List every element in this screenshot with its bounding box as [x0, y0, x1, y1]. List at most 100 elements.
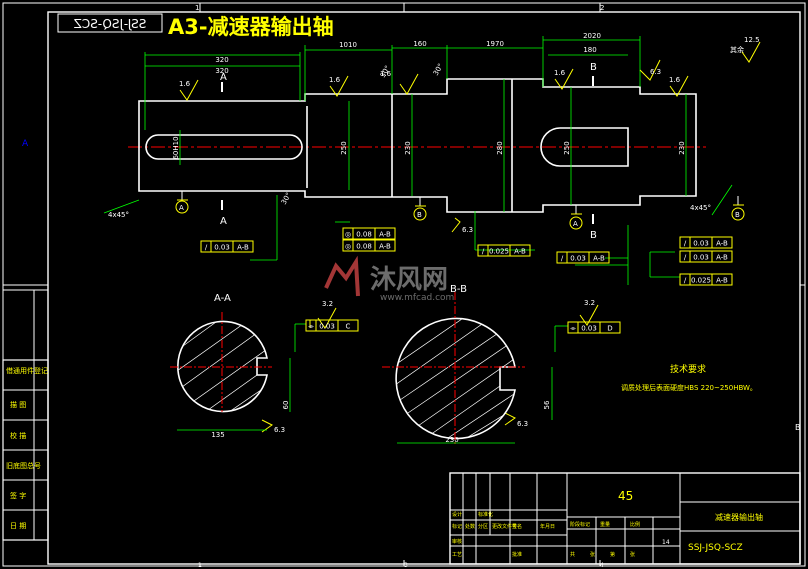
tolerance-cell: 0.03 — [581, 325, 597, 333]
strip-label: 旧底图总号 — [6, 461, 41, 470]
svg-text:1.6: 1.6 — [554, 69, 566, 77]
roughness-symbol: 1.6 — [179, 79, 199, 101]
zone-label: 1 — [195, 4, 199, 12]
svg-text:1.6: 1.6 — [179, 80, 191, 88]
tolerance-cell: / — [684, 240, 687, 248]
dim-text: 320 — [215, 67, 228, 75]
dim-text: 160 — [413, 40, 426, 48]
svg-text:3.2: 3.2 — [322, 300, 333, 308]
svg-text:6.3: 6.3 — [274, 426, 285, 434]
title-block-sheet: 14 — [662, 539, 670, 546]
svg-text:标记: 标记 — [452, 523, 462, 530]
strip-label: 校 描 — [10, 431, 26, 440]
zone-label: B — [795, 423, 801, 432]
dim-text: 2020 — [583, 32, 601, 40]
svg-text:比例: 比例 — [630, 521, 640, 528]
datum-marker: B — [0, 0, 1, 1]
svg-text:张: 张 — [590, 551, 595, 558]
tolerance-cell: / — [482, 248, 485, 256]
svg-text:张: 张 — [630, 551, 635, 558]
datum-marker: B — [413, 197, 427, 221]
dim-text: 320 — [215, 56, 228, 64]
title-block-qty: 45 — [618, 489, 633, 503]
svg-text:其余: 其余 — [730, 45, 744, 54]
dim-text: 250 — [563, 141, 571, 154]
roughness-symbol: 1.6 — [554, 68, 574, 90]
roughness-symbol: 6.3 — [504, 412, 528, 428]
dim-text: 1010 — [339, 41, 357, 49]
svg-text:B: B — [417, 211, 422, 219]
tolerance-cell: 0.08 — [356, 243, 372, 251]
svg-text:A: A — [573, 220, 578, 228]
svg-text:12.5: 12.5 — [744, 36, 760, 44]
tolerance-cell: 0.025 — [489, 248, 509, 256]
cut-markers: A A B B — [220, 62, 597, 241]
zone-label: A — [22, 139, 29, 149]
tolerance-cell: ◎ — [345, 231, 351, 239]
dim-text: 60 — [282, 401, 290, 410]
dim-text: 60H10 — [172, 136, 180, 159]
tolerance-cell: ⌯ — [308, 323, 314, 331]
svg-text:A: A — [0, 0, 1, 1]
dim-text: 180 — [583, 46, 596, 54]
section-label: A-A — [214, 293, 231, 304]
zone-label: 3 — [404, 562, 408, 569]
inner-frame — [47, 11, 801, 565]
tolerance-cell: A-B — [379, 243, 391, 251]
dim-text: 250 — [340, 141, 348, 154]
dim-text: 30° — [432, 62, 445, 77]
svg-text:1.6: 1.6 — [669, 76, 681, 84]
svg-text:B: B — [0, 0, 1, 1]
dim-text: 135 — [211, 431, 224, 439]
title-block: 45 减速器输出轴 SSJ-JSQ-SCZ 14 标记处数 分区更改文件号 签名… — [449, 472, 801, 565]
dim-text: 230 — [445, 436, 458, 444]
svg-text:www.mfcad.com: www.mfcad.com — [380, 293, 454, 303]
strip-label: 签 字 — [10, 491, 26, 500]
tolerance-cell: A-B — [716, 254, 728, 262]
roughness-symbol: 1.6 — [669, 75, 689, 97]
tolerance-cell: D — [607, 325, 612, 333]
svg-text:分区: 分区 — [478, 523, 488, 530]
tolerance-cell: ◎ — [345, 243, 351, 251]
tolerance-cell: / — [684, 277, 687, 285]
dim-text: 4x45° — [108, 211, 129, 219]
svg-text:签名: 签名 — [512, 523, 522, 530]
svg-text:第: 第 — [610, 551, 615, 558]
tolerance-cell: 0.03 — [319, 323, 335, 331]
cut-label: B — [590, 230, 597, 241]
svg-text:A: A — [179, 204, 184, 212]
svg-text:沐风网: 沐风网 — [370, 265, 448, 295]
roughness-symbols: 1.6 1.6 1.6 1.6 1.6 3.2 3.2 12.5其余 6.3 6… — [179, 36, 761, 434]
dim-text: 4x45° — [690, 204, 711, 212]
tech-req-heading: 技术要求 — [670, 363, 706, 375]
svg-text:批准: 批准 — [512, 551, 522, 558]
roughness-symbol: 6.3 — [639, 59, 661, 81]
tolerance-cell: 0.025 — [691, 277, 711, 285]
svg-text:更改文件号: 更改文件号 — [492, 523, 517, 530]
dim-text: 56 — [543, 400, 551, 409]
svg-text:标准化: 标准化 — [478, 511, 493, 518]
tolerance-cell: A-B — [593, 255, 605, 263]
svg-text:6.3: 6.3 — [462, 226, 473, 234]
datum-marker: B — [731, 196, 745, 221]
datum-marker: A — [175, 191, 189, 214]
dim-text: 230 — [404, 141, 412, 154]
svg-text:1.6: 1.6 — [329, 76, 341, 84]
dim-text: 280 — [496, 141, 504, 154]
dim-text: 1970 — [486, 40, 504, 48]
tolerance-cell: A-B — [379, 231, 391, 239]
zone-label: 1 — [198, 562, 202, 569]
svg-text:3.2: 3.2 — [584, 299, 595, 307]
tolerance-cell: 0.03 — [570, 255, 586, 263]
strip-label: 借通用件登记 — [6, 366, 48, 375]
